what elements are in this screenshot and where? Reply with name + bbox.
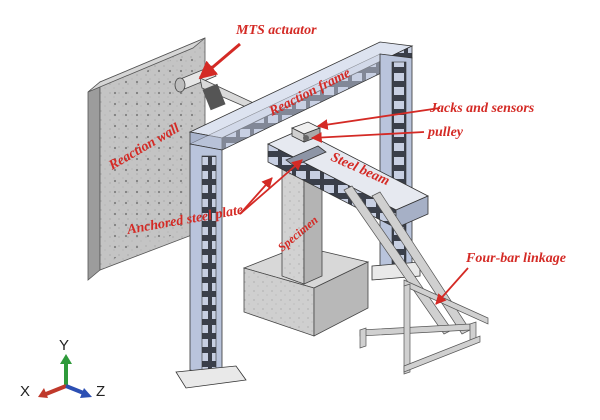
label-four-bar-linkage: Four-bar linkage (465, 251, 566, 266)
label-jacks-sensors: Jacks and sensors (429, 101, 535, 116)
axis-label-x: X (20, 383, 30, 400)
coordinate-axes: Y X Z (20, 337, 105, 400)
reaction-wall (87, 37, 206, 281)
annotation-arrows (198, 42, 469, 305)
axis-label-y: Y (59, 337, 69, 354)
axis-label-z: Z (96, 383, 105, 400)
jacks-and-pulley (291, 121, 321, 143)
specimen-foundation (242, 245, 370, 337)
label-pulley: pulley (427, 125, 464, 140)
label-mts-actuator: MTS actuator (235, 23, 317, 38)
